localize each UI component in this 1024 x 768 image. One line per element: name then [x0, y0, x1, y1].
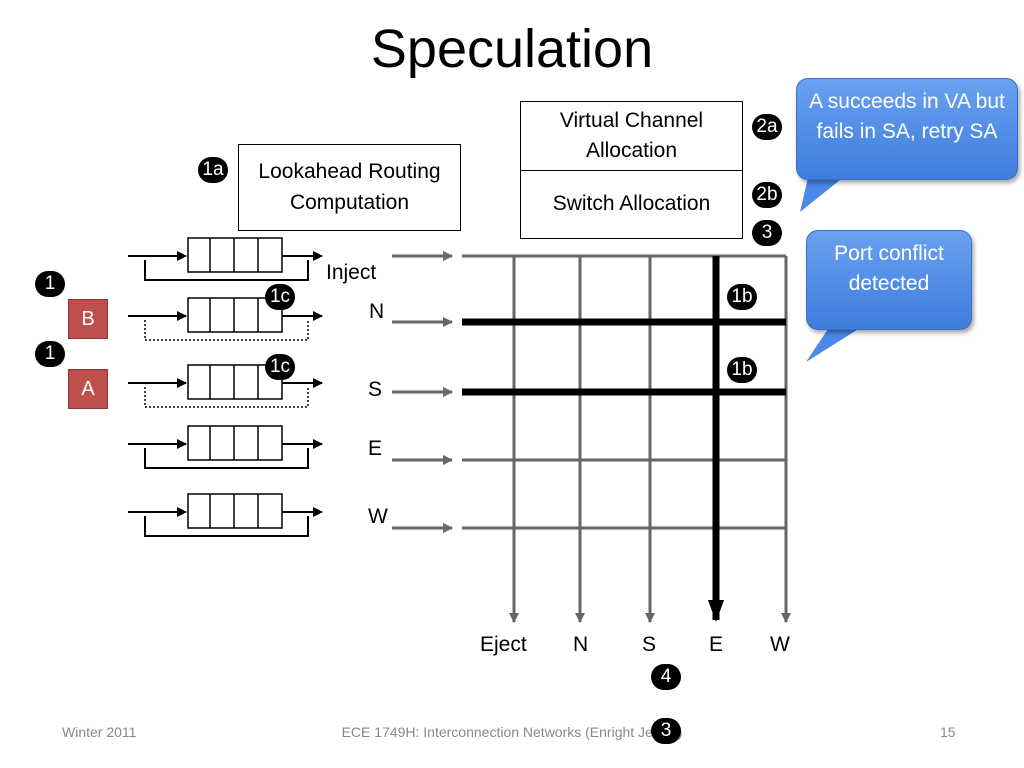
- packet-b: B: [68, 299, 108, 339]
- buffer-north: [128, 297, 323, 341]
- step-badge-1c-top: 1c: [265, 284, 295, 310]
- step-badge-1a: 1a: [198, 157, 228, 183]
- callout-port-conflict: Port conflict detected: [806, 230, 972, 330]
- footer-page-number: 15: [940, 724, 956, 740]
- lookahead-routing-box: Lookahead Routing Computation: [238, 144, 461, 231]
- step-badge-2b: 2b: [752, 182, 782, 208]
- switch-allocation-box: Switch Allocation: [520, 170, 743, 239]
- step-badge-3-bottom: 3: [651, 718, 681, 744]
- packet-a: A: [68, 369, 108, 409]
- buffer-east: [128, 425, 323, 469]
- output-label-south: S: [642, 633, 657, 656]
- step-badge-1-b: 1: [35, 271, 65, 297]
- crossbar: [462, 254, 791, 623]
- step-badge-4: 4: [651, 664, 681, 690]
- step-badge-1b-bottom: 1b: [727, 357, 757, 383]
- input-label-west: W: [368, 505, 388, 528]
- input-label-east: E: [368, 437, 383, 460]
- step-badge-1c-bottom: 1c: [265, 354, 295, 380]
- footer-left: Winter 2011: [62, 724, 137, 740]
- buffer-inject: [128, 237, 323, 281]
- footer-center: ECE 1749H: Interconnection Networks (Enr…: [341, 724, 683, 740]
- output-label-north: N: [573, 633, 589, 656]
- vc-allocation-box: Virtual Channel Allocation: [520, 101, 743, 171]
- step-badge-3-top: 3: [752, 220, 782, 246]
- step-badge-2a: 2a: [752, 114, 782, 140]
- step-badge-1b-top: 1b: [727, 284, 757, 310]
- callout-va-sa: A succeeds in VA but fails in SA, retry …: [796, 78, 1018, 180]
- buffer-west: [128, 493, 323, 537]
- input-label-inject: Inject: [326, 261, 377, 284]
- input-label-north: N: [369, 300, 385, 323]
- input-label-south: S: [368, 378, 383, 401]
- slide-title: Speculation: [370, 19, 654, 79]
- input-buffers: [128, 237, 323, 537]
- output-label-east: E: [709, 633, 724, 656]
- crossbar-input-arrows: [392, 251, 453, 533]
- output-label-west: W: [770, 633, 790, 656]
- step-badge-1-a: 1: [35, 341, 65, 367]
- output-label-eject: Eject: [480, 633, 527, 656]
